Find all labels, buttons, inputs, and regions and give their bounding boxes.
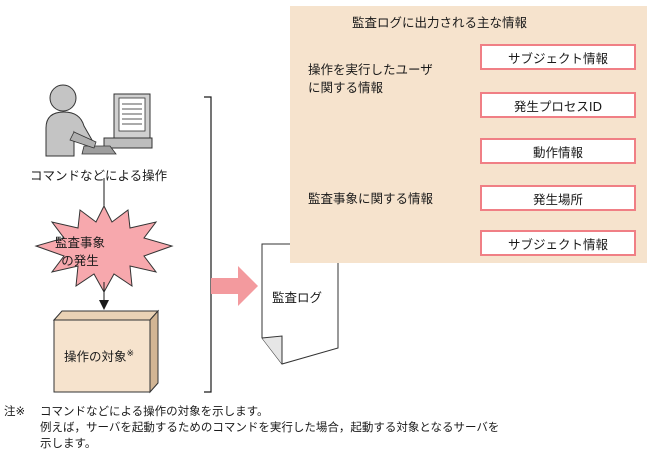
operation-target-mark: ※ bbox=[126, 349, 135, 359]
info-box-location: 発生場所 bbox=[480, 185, 636, 211]
user-info-label-line2: に関する情報 bbox=[308, 80, 384, 95]
operation-target-text: 操作の対象 bbox=[64, 349, 127, 364]
output-arrow bbox=[211, 266, 258, 306]
info-box-subject-user: サブジェクト情報 bbox=[480, 44, 636, 70]
footnote-mark: 注※ bbox=[4, 404, 26, 418]
scope-bracket bbox=[204, 96, 212, 393]
footnote-line3: 示します。 bbox=[40, 436, 97, 450]
info-box-action: 動作情報 bbox=[480, 138, 636, 164]
user-info-label-line1: 操作を実行したユーザ bbox=[308, 62, 433, 77]
audit-log-label: 監査ログ bbox=[272, 290, 323, 305]
audit-event-label-line2: の発生 bbox=[61, 253, 99, 268]
footnote-line1: コマンドなどによる操作の対象を示します。 bbox=[40, 404, 269, 418]
operation-target-label: 操作の対象※ bbox=[64, 346, 134, 365]
info-box-subject-event: サブジェクト情報 bbox=[480, 230, 636, 256]
user-computer-icon bbox=[45, 84, 153, 157]
footnote-line2: 例えば，サーバを起動するためのコマンドを実行した場合，起動する対象となるサーバを bbox=[40, 420, 500, 434]
user-operation-caption: コマンドなどによる操作 bbox=[30, 168, 168, 183]
audit-event-label-line1: 監査事象 bbox=[54, 235, 105, 250]
info-box-process-id: 発生プロセスID bbox=[480, 92, 636, 118]
event-to-target-arrowhead bbox=[99, 300, 109, 310]
event-info-group-label: 監査事象に関する情報 bbox=[308, 191, 434, 206]
operation-target-cube bbox=[52, 309, 160, 394]
audit-event-label: 監査事象 の発生 bbox=[40, 234, 120, 270]
panel-title: 監査ログに出力される主な情報 bbox=[352, 15, 528, 30]
user-info-group-label: 操作を実行したユーザ に関する情報 bbox=[308, 61, 433, 97]
